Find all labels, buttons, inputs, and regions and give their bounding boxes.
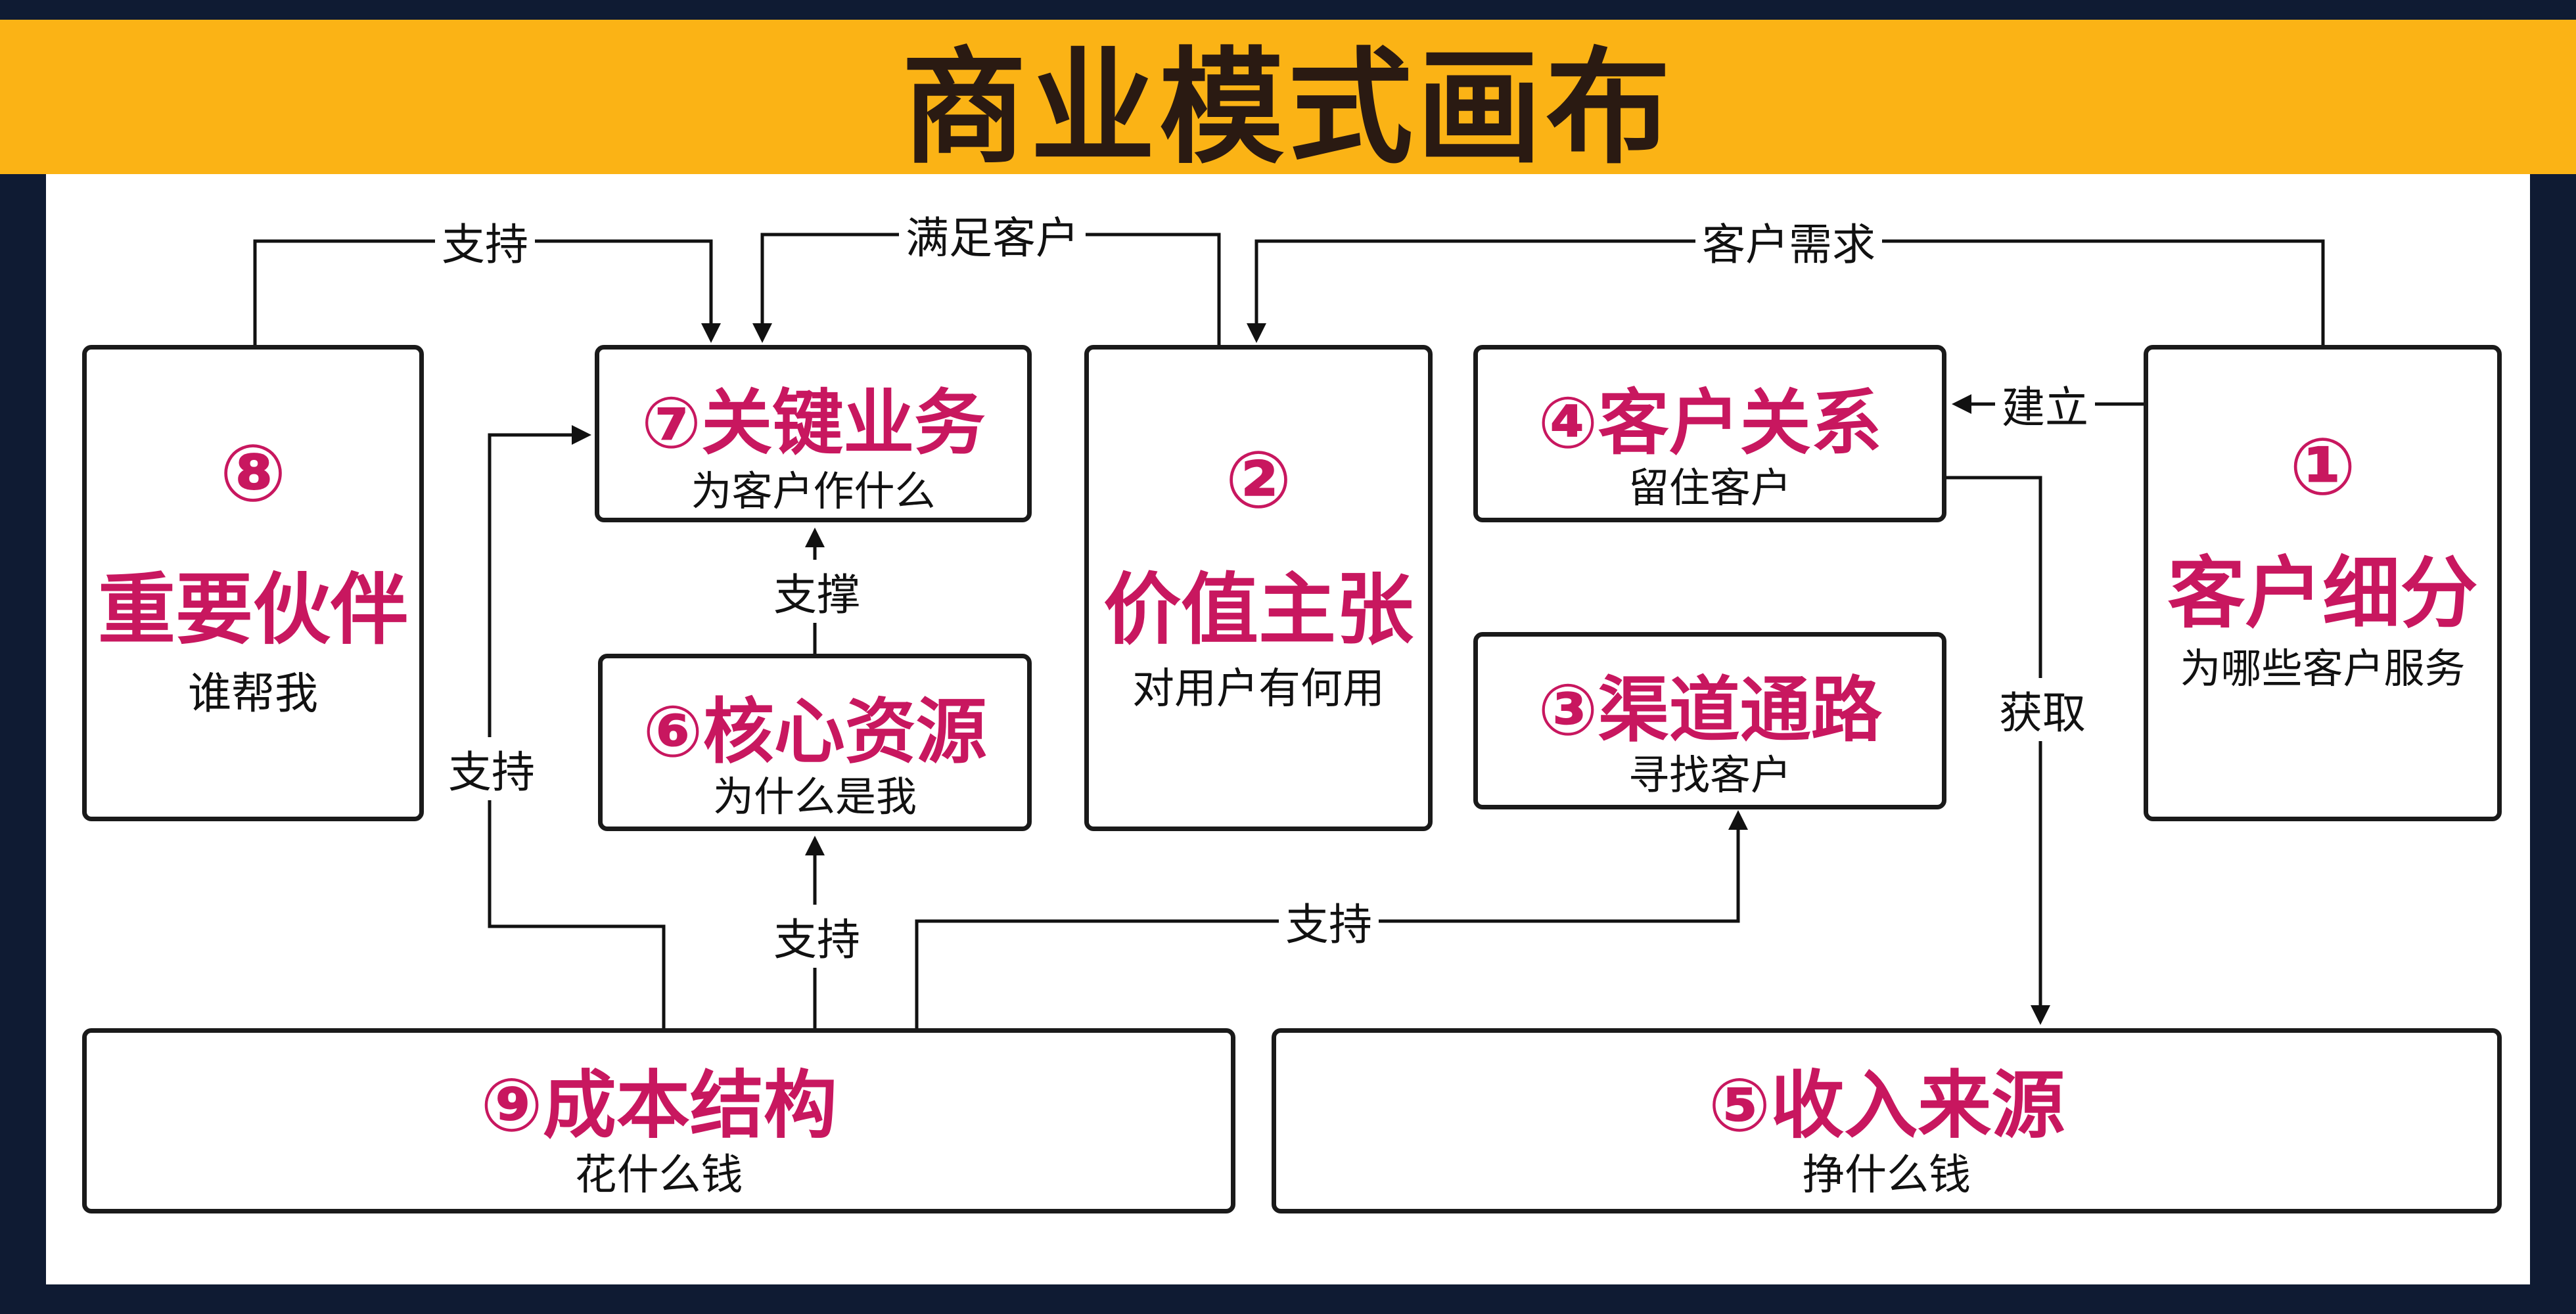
customer-segments-title: 客户细分 (2167, 548, 2478, 639)
value-proposition-title: 价值主张 (1103, 564, 1414, 655)
cost-structure-subtitle: 花什么钱 (574, 1151, 743, 1200)
customer-relationships-subtitle: 留住客户 (1628, 464, 1791, 512)
label-partners-activities: 支持 (435, 210, 535, 273)
key-activities-title: ⑦关键业务 (641, 382, 986, 464)
block-customer-relationships: ④客户关系 留住客户 (1473, 345, 1946, 522)
value-proposition-subtitle: 对用户有何用 (1132, 665, 1385, 714)
value-proposition-number: ② (1225, 435, 1292, 526)
revenue-streams-title: ⑤收入来源 (1708, 1063, 2065, 1148)
connector-cost-activities (488, 425, 666, 1028)
label-cost-resources: 支持 (767, 905, 867, 968)
customer-segments-subtitle: 为哪些客户服务 (2180, 645, 2466, 692)
label-cost-activities: 支持 (442, 737, 541, 800)
page-title: 商业模式画布 (901, 35, 1674, 181)
block-cost-structure: ⑨成本结构 花什么钱 (82, 1028, 1235, 1213)
key-resources-subtitle: 为什么是我 (712, 773, 917, 821)
label-value-activities: 满足客户 (899, 203, 1086, 266)
label-cost-channels: 支持 (1279, 890, 1379, 953)
key-partners-number: ⑧ (219, 428, 287, 520)
cost-structure-title: ⑨成本结构 (480, 1063, 837, 1148)
block-channels: ③渠道通路 寻找客户 (1473, 632, 1946, 809)
block-key-resources: ⑥核心资源 为什么是我 (598, 654, 1032, 831)
top-frame (0, 0, 2576, 20)
block-value-proposition: ② 价值主张 对用户有何用 (1084, 345, 1433, 831)
key-partners-title: 重要伙伴 (97, 564, 408, 655)
label-relationships-revenue: 获取 (1992, 678, 2092, 741)
block-revenue-streams: ⑤收入来源 挣什么钱 (1272, 1028, 2502, 1213)
bottom-frame (0, 1284, 2576, 1314)
channels-subtitle: 寻找客户 (1628, 751, 1791, 799)
revenue-streams-subtitle: 挣什么钱 (1803, 1151, 1971, 1200)
label-segments-relationships: 建立 (1995, 373, 2095, 436)
key-partners-subtitle: 谁帮我 (188, 668, 318, 719)
customer-relationships-title: ④客户关系 (1538, 382, 1882, 464)
key-activities-subtitle: 为客户作什么 (691, 467, 936, 515)
label-resources-activities: 支撑 (767, 560, 867, 623)
block-key-partners: ⑧ 重要伙伴 谁帮我 (82, 345, 424, 821)
label-segments-value: 客户需求 (1695, 210, 1882, 273)
customer-segments-number: ① (2289, 422, 2357, 513)
block-key-activities: ⑦关键业务 为客户作什么 (595, 345, 1032, 522)
channels-title: ③渠道通路 (1538, 669, 1882, 752)
key-resources-title: ⑥核心资源 (643, 691, 987, 773)
connector-relationships-revenue (1945, 476, 2050, 1025)
block-customer-segments: ① 客户细分 为哪些客户服务 (2144, 345, 2502, 821)
title-bar: 商业模式画布 (0, 20, 2576, 181)
